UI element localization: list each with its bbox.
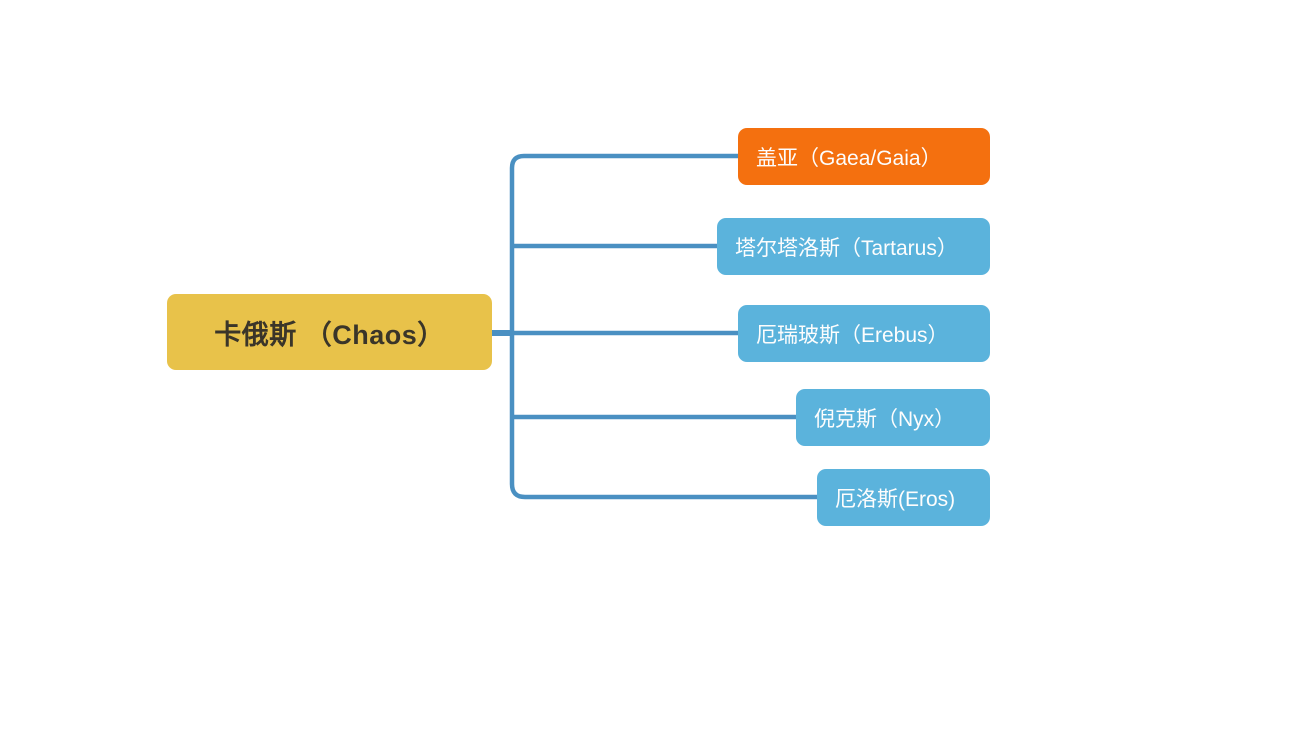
node-child-label: 厄洛斯(Eros) [835,487,956,511]
node-root-chaos[interactable]: 卡俄斯 （Chaos） [167,294,492,370]
connector-branch-5 [509,483,817,500]
node-child-nyx[interactable]: 倪克斯（Nyx） [796,389,990,446]
node-child-tartarus[interactable]: 塔尔塔洛斯（Tartarus） [717,218,990,275]
node-child-label: 盖亚（Gaea/Gaia） [756,146,942,170]
node-child-label: 倪克斯（Nyx） [814,407,956,431]
node-child-label: 塔尔塔洛斯（Tartarus） [735,236,958,260]
node-root-label: 卡俄斯 （Chaos） [214,319,445,350]
connector-branch-1 [509,153,738,169]
node-child-erebus[interactable]: 厄瑞玻斯（Erebus） [738,305,990,362]
node-child-gaea[interactable]: 盖亚（Gaea/Gaia） [738,128,990,185]
node-child-eros[interactable]: 厄洛斯(Eros) [817,469,990,526]
node-child-label: 厄瑞玻斯（Erebus） [756,323,949,347]
